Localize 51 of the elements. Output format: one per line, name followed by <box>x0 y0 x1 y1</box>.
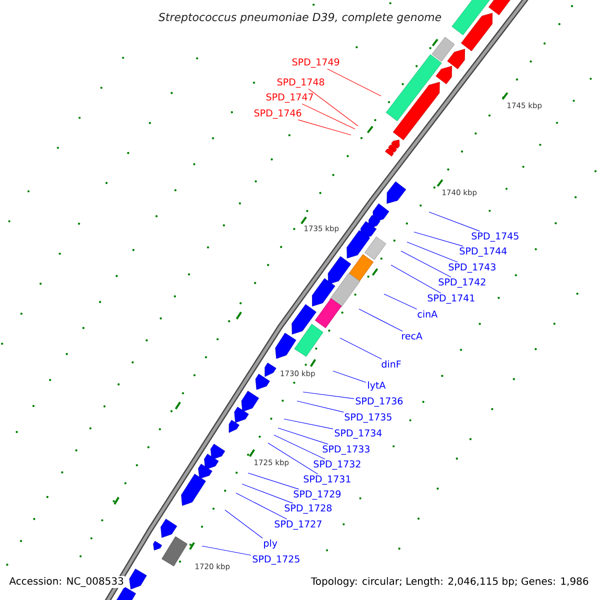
leader-line <box>308 88 358 126</box>
leader-line <box>414 232 464 246</box>
gene-label: SPD_1733 <box>322 445 370 455</box>
leader-line <box>274 434 326 460</box>
leader-line <box>278 428 328 444</box>
gene-label: SPD_1725 <box>252 555 300 565</box>
gene-label: recA <box>402 332 422 340</box>
leader-line <box>358 308 403 332</box>
leader-line <box>242 484 294 504</box>
gene-label: SPD_1729 <box>294 490 341 500</box>
leader-line <box>400 250 452 278</box>
gene-label: lytA <box>368 381 386 391</box>
gene-label: SPD_1748 <box>277 78 324 88</box>
gene-label: SPD_1732 <box>314 460 360 470</box>
leader-line <box>302 104 356 130</box>
gene-label: SPD_1728 <box>284 504 332 514</box>
leader-line <box>302 392 354 399</box>
leader-line <box>340 338 382 360</box>
leader-line <box>390 264 442 294</box>
leader-line <box>327 68 382 96</box>
gene-label: SPD_1734 <box>334 429 382 439</box>
gene-label: SPD_1735 <box>344 413 392 423</box>
gene-label: SPD_1745 <box>472 232 518 242</box>
leader-line <box>248 472 300 490</box>
leader-line <box>224 510 263 538</box>
gene-label: SPD_1747 <box>266 93 313 103</box>
gene-label: ply <box>264 539 278 549</box>
leader-line <box>236 492 288 520</box>
gene-label: cinA <box>418 310 438 318</box>
gene-label: SPD_1727 <box>274 520 322 530</box>
leader-line <box>268 442 318 474</box>
leader-line <box>296 400 344 412</box>
info-text: Topology: circular; Length: 2,046,115 bp; Genes: 1,986 <box>310 576 590 588</box>
leader-line <box>406 242 458 262</box>
gene-label: SPD_1742 <box>438 278 486 288</box>
gene-label: SPD_1746 <box>254 109 302 119</box>
leader-line <box>298 120 352 136</box>
leader-line <box>428 212 480 232</box>
leader-line <box>284 418 334 430</box>
leader-line <box>384 294 418 310</box>
gene-label: SPD_1741 <box>428 294 474 304</box>
leader-line <box>202 546 252 556</box>
gene-label: SPD_1749 <box>292 58 340 68</box>
gene-label: SPD_1744 <box>460 247 507 257</box>
info-text: Accession: NC_008533 <box>8 576 125 588</box>
leader-line <box>332 370 366 383</box>
gene-label: SPD_1736 <box>356 397 403 407</box>
title: Streptococcus pneumoniae D39, complete genome <box>157 12 443 24</box>
gene-label: dinF <box>382 360 401 368</box>
gene-label: SPD_1731 <box>304 475 350 485</box>
gene-label: SPD_1743 <box>448 263 496 273</box>
